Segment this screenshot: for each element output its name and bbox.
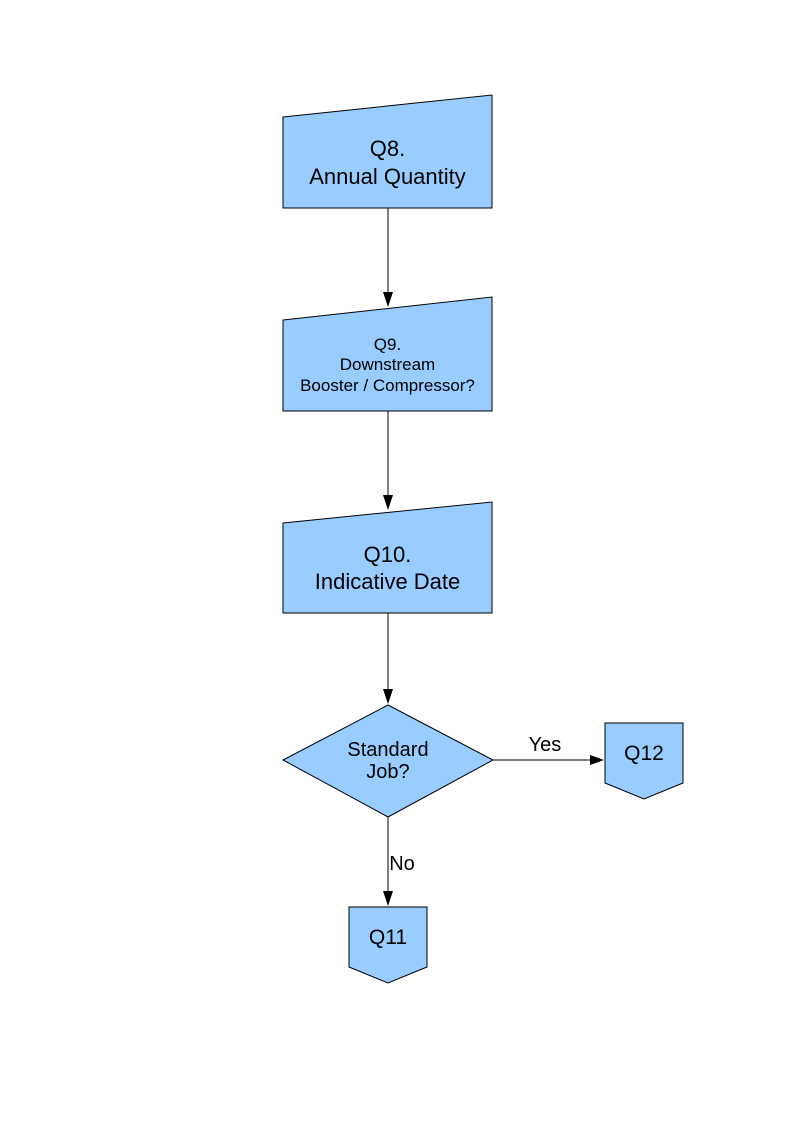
connector-decision-no-to-q11 bbox=[383, 817, 393, 906]
node-q9-manual-input-shape bbox=[282, 296, 493, 412]
connector-q8-to-q9 bbox=[383, 208, 393, 307]
connector-q10-to-decision bbox=[383, 613, 393, 704]
node-q12-offpage-connector-shape bbox=[604, 722, 684, 800]
arrowhead-down-icon bbox=[383, 292, 393, 307]
node-standard-job-decision-shape bbox=[281, 704, 495, 818]
arrowhead-right-icon bbox=[590, 755, 604, 765]
connector-decision-yes-to-q12 bbox=[493, 755, 604, 765]
node-q10-manual-input-shape bbox=[282, 501, 493, 614]
arrowhead-down-icon bbox=[383, 689, 393, 704]
node-q11-offpage-connector-shape bbox=[348, 906, 428, 984]
node-q8-manual-input-shape bbox=[282, 94, 493, 209]
arrowhead-down-icon bbox=[383, 891, 393, 906]
arrowhead-down-icon bbox=[383, 495, 393, 510]
connector-q9-to-q10 bbox=[383, 411, 393, 510]
